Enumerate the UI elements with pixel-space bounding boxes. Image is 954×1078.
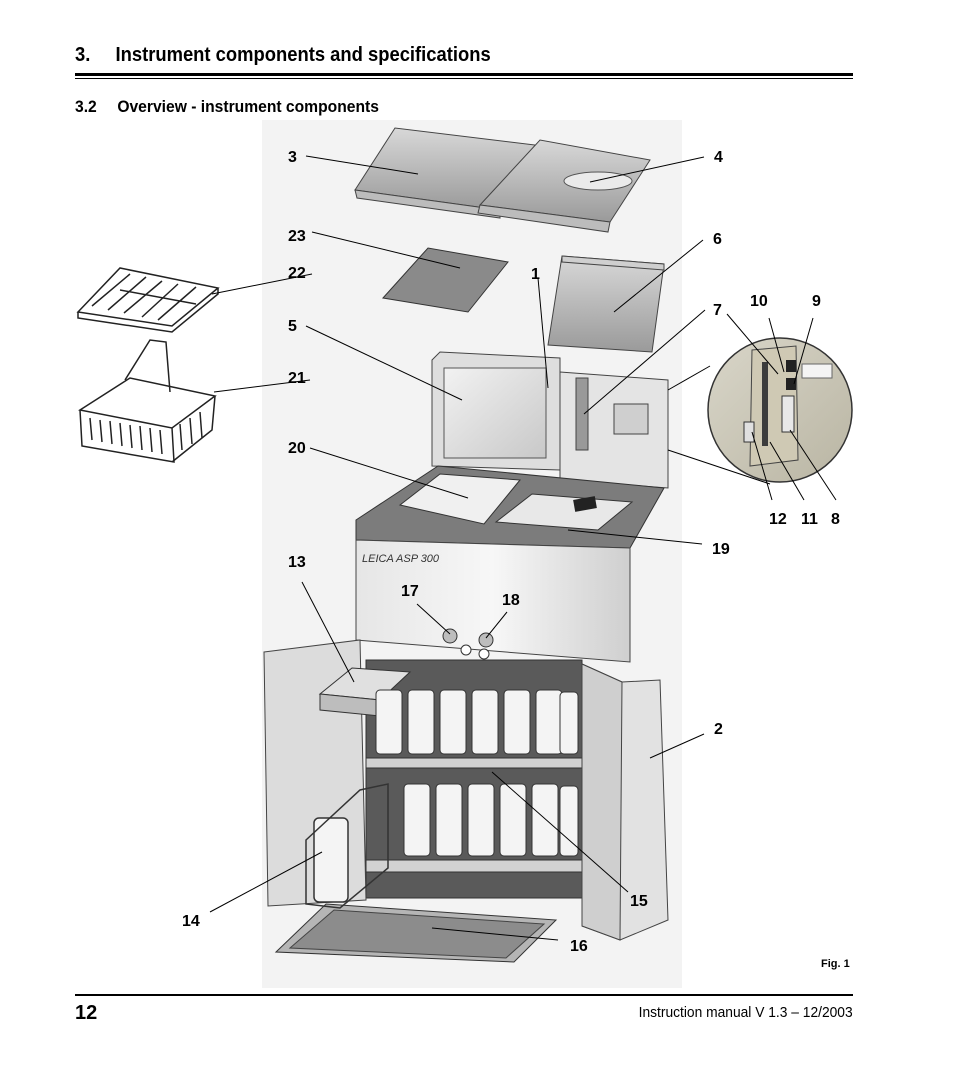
cover-panel [382,247,509,313]
brand-label: LEICA ASP 300 [362,553,440,565]
connector-18 [478,632,494,648]
manual-version: Instruction manual V 1.3 – 12/2003 [638,1004,853,1021]
figure-caption: Fig. 1 [821,958,850,970]
paraffin-bath [494,493,634,531]
bottles-lower-row [403,783,579,857]
bottles-upper-row [375,689,579,755]
callout-18: 18 [502,592,520,609]
header-rule-thick [75,73,853,76]
reagent-lid [547,255,665,353]
detail-magnifier [707,337,853,483]
callout-15: 15 [630,893,648,910]
section-heading: 3.2 Overview - instrument components [75,97,379,117]
callout-22: 22 [288,265,306,282]
callout-6: 6 [713,231,722,248]
chapter-number: 3. [75,44,91,66]
chapter-title: Instrument components and specifications [115,44,491,66]
page-number: 12 [75,1002,98,1024]
basket [78,339,217,463]
callout-21: 21 [288,370,306,387]
leader-lines [209,155,837,941]
reagent-cabinet [263,639,669,963]
connector-17 [442,628,458,644]
callout-19: 19 [712,541,730,558]
callout-20: 20 [288,440,306,457]
callout-14: 14 [182,913,200,930]
callout-11: 11 [801,511,818,528]
callout-10: 10 [750,293,768,310]
callout-9: 9 [812,293,821,310]
retort [398,473,521,525]
touch-screen [443,367,547,459]
callout-2: 2 [714,721,723,738]
callout-4: 4 [714,149,723,166]
section-title: Overview - instrument components [117,97,379,116]
callout-12: 12 [769,511,787,528]
header-rule-thin [75,78,853,79]
footer-rule [75,994,853,996]
callout-labels: 1 2 3 4 5 6 7 8 9 10 11 12 13 14 15 16 1… [182,149,840,955]
lid-right [477,139,651,233]
callout-17: 17 [401,583,419,600]
section-number: 3.2 [75,97,97,116]
bottle-drawer [305,783,389,909]
basket-lid [76,267,220,333]
callout-3: 3 [288,149,297,166]
callout-5: 5 [288,318,297,335]
callout-7: 7 [713,302,722,319]
callout-23: 23 [288,228,306,245]
chapter-heading: 3. Instrument components and specificatio… [75,44,491,67]
callout-8: 8 [831,511,840,528]
callout-16: 16 [570,938,588,955]
callout-13: 13 [288,554,306,571]
callout-1: 1 [531,266,540,283]
